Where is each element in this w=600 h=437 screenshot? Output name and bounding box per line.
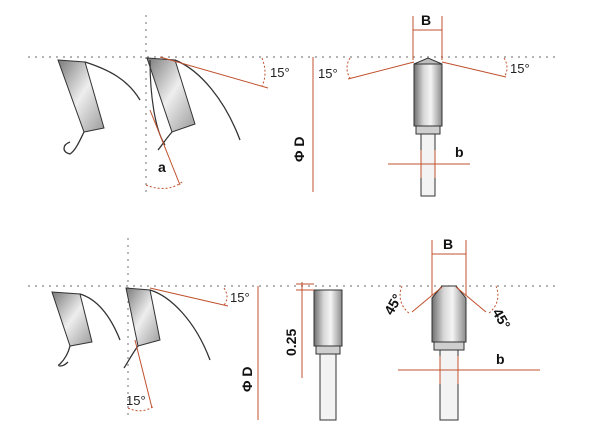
top-clearance-line xyxy=(149,109,181,186)
chamfer-arc-right xyxy=(487,285,499,315)
bottom-tooth-1 xyxy=(51,291,93,347)
bottom-rake-line xyxy=(149,287,229,307)
chamfer-arc-left xyxy=(399,285,411,315)
chamfer-label-left: 45° xyxy=(381,291,405,317)
angle-label-bottom-left: 15° xyxy=(230,290,250,305)
top-side-angle-line-right xyxy=(441,61,507,78)
top-clearance-arc xyxy=(145,181,183,189)
chamfer-line-right xyxy=(455,286,487,313)
angle-label-top-side-left: 15° xyxy=(318,66,338,81)
top-gullet-1 xyxy=(63,61,141,155)
top-tooth-1 xyxy=(57,59,105,133)
diameter-label-top: Φ D xyxy=(291,137,307,163)
bottom-tooth-2 xyxy=(125,287,161,347)
chamfer-height-label: 0.25 xyxy=(283,329,299,356)
top-side-angle-arc-right xyxy=(503,57,508,78)
top-side-tooth-base xyxy=(415,125,441,135)
bottom-rake-arc xyxy=(223,287,228,306)
top-side-angle-arc-left xyxy=(346,57,351,79)
width-label-b-bottom: b xyxy=(496,351,505,367)
top-side-blade-plate xyxy=(420,133,436,197)
angle-label-bottom-hook: 15° xyxy=(126,393,146,408)
angle-label-a: a xyxy=(158,159,166,175)
top-side-tooth-tip xyxy=(413,57,443,65)
diameter-label-bottom: Φ D xyxy=(239,367,255,393)
top-side-tooth-body xyxy=(413,63,443,127)
chamfer-line-left xyxy=(411,286,443,313)
top-tooth-profile: 15° a Φ D B 15° 15° b xyxy=(28,12,560,197)
chamfer-blade-plate xyxy=(319,353,337,421)
top-rake-line xyxy=(159,56,269,89)
width-label-B-top: B xyxy=(421,12,431,28)
bottom-hook-arc xyxy=(127,405,155,412)
bottom-side-blade-plate xyxy=(439,349,459,421)
top-rake-arc xyxy=(261,57,266,87)
chamfer-tooth-base xyxy=(315,345,341,355)
bottom-side-tooth-body xyxy=(431,285,467,343)
chamfer-tooth-body xyxy=(313,289,343,347)
angle-label-top-left: 15° xyxy=(270,65,290,80)
width-label-b-top: b xyxy=(455,144,464,160)
angle-label-top-side-right: 15° xyxy=(510,61,530,76)
width-label-B-bottom: B xyxy=(443,236,453,252)
bottom-side-tooth-base xyxy=(433,341,465,351)
bottom-tooth-profile: 15° 15° Φ D 0.25 B 45° 45° xyxy=(28,236,560,421)
top-tooth-2 xyxy=(146,57,196,133)
bottom-gullet-1 xyxy=(58,293,121,367)
bottom-hook-line xyxy=(134,339,153,409)
top-side-angle-line-left xyxy=(347,61,415,80)
